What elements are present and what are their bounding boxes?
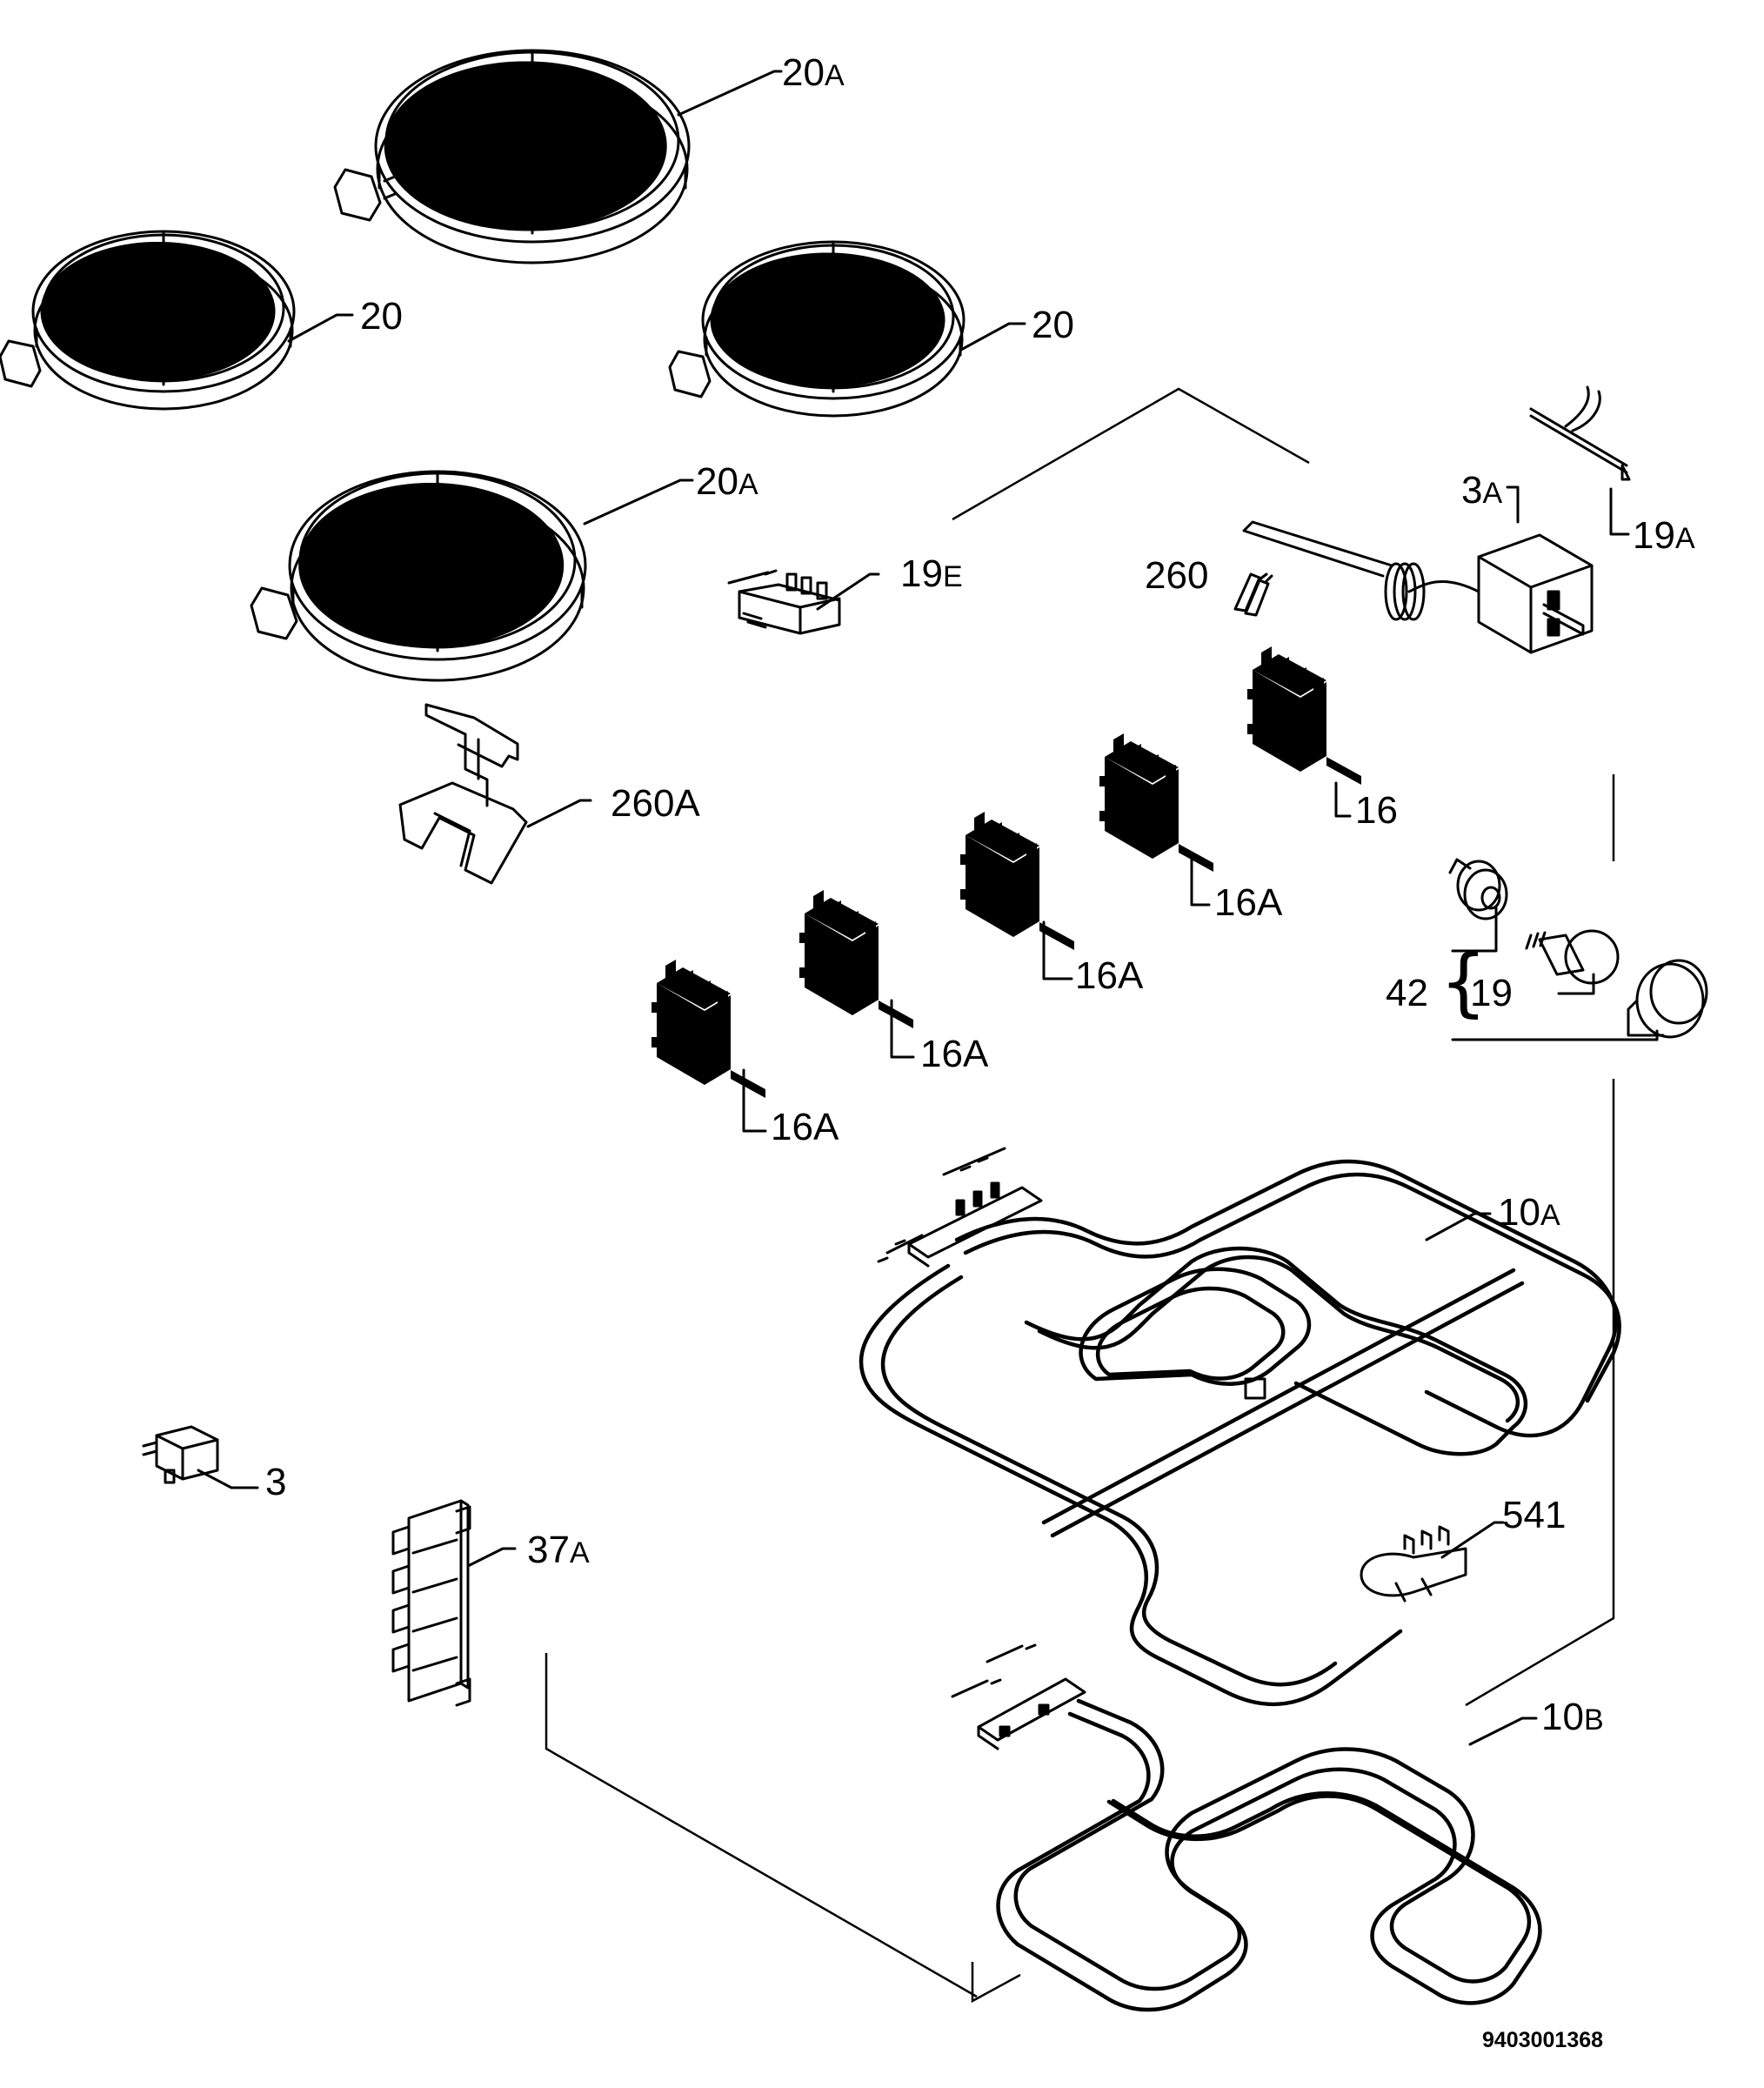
clip-541 xyxy=(1360,1525,1467,1603)
callout-37a: 37A xyxy=(527,1529,590,1571)
callout-19: 19 xyxy=(1470,972,1513,1014)
callout-260: 260 xyxy=(1145,554,1209,597)
callout-16a-4: 16A xyxy=(771,1106,839,1148)
callout-20-right: 20 xyxy=(1032,304,1074,346)
heating-element-10b xyxy=(951,1643,1542,2012)
callout-16a-2: 16A xyxy=(1075,954,1144,997)
hotplate-left xyxy=(0,230,296,411)
selector-switch-16a-1 xyxy=(1099,733,1213,872)
callout-20-left: 20 xyxy=(360,295,403,338)
bracket-260a xyxy=(398,703,528,885)
callout-10b: 10B xyxy=(1541,1696,1604,1738)
callout-20a-mid: 20A xyxy=(696,460,758,503)
callout-10a: 10A xyxy=(1498,1191,1560,1234)
selector-switch-16a-3 xyxy=(799,890,913,1028)
callout-16a-1: 16A xyxy=(1214,881,1283,924)
callout-541: 541 xyxy=(1502,1494,1567,1536)
lamp-cover xyxy=(1627,959,1708,1039)
callout-19a: 19A xyxy=(1633,514,1695,557)
callout-16: 16 xyxy=(1355,789,1398,832)
callout-20a-top: 20A xyxy=(782,51,845,94)
callout-260a: 260A xyxy=(611,782,700,825)
heating-element-10a xyxy=(859,1147,1621,1707)
clip-260 xyxy=(1233,572,1273,617)
lamp-holder xyxy=(1448,858,1508,920)
callout-42: 42 xyxy=(1386,972,1428,1014)
thermostat-3a xyxy=(1242,520,1594,654)
hotplate-rear-large xyxy=(333,49,691,264)
selector-switch-16a-2 xyxy=(960,812,1074,950)
selector-switch-16a-4 xyxy=(651,960,765,1098)
door-switch-19e xyxy=(727,569,841,635)
hotplate-front-large xyxy=(250,470,587,682)
bracket-42: { xyxy=(1440,939,1487,1026)
lamp-bulb xyxy=(1525,929,1620,985)
cutout-3 xyxy=(142,1425,219,1484)
callout-16a-3: 16A xyxy=(920,1033,989,1075)
sensor-19a xyxy=(1529,385,1631,481)
callout-19e: 19E xyxy=(900,552,963,595)
terminal-block-37a xyxy=(391,1499,471,1707)
selector-switch-16 xyxy=(1247,646,1361,785)
callout-3: 3 xyxy=(265,1461,287,1503)
callout-3a: 3A xyxy=(1461,469,1503,512)
drawing-number: 9403001368 xyxy=(1482,2028,1604,2052)
hotplate-right xyxy=(668,240,966,418)
leader-lines xyxy=(197,70,1659,1746)
assembly-guides xyxy=(545,387,1615,2004)
